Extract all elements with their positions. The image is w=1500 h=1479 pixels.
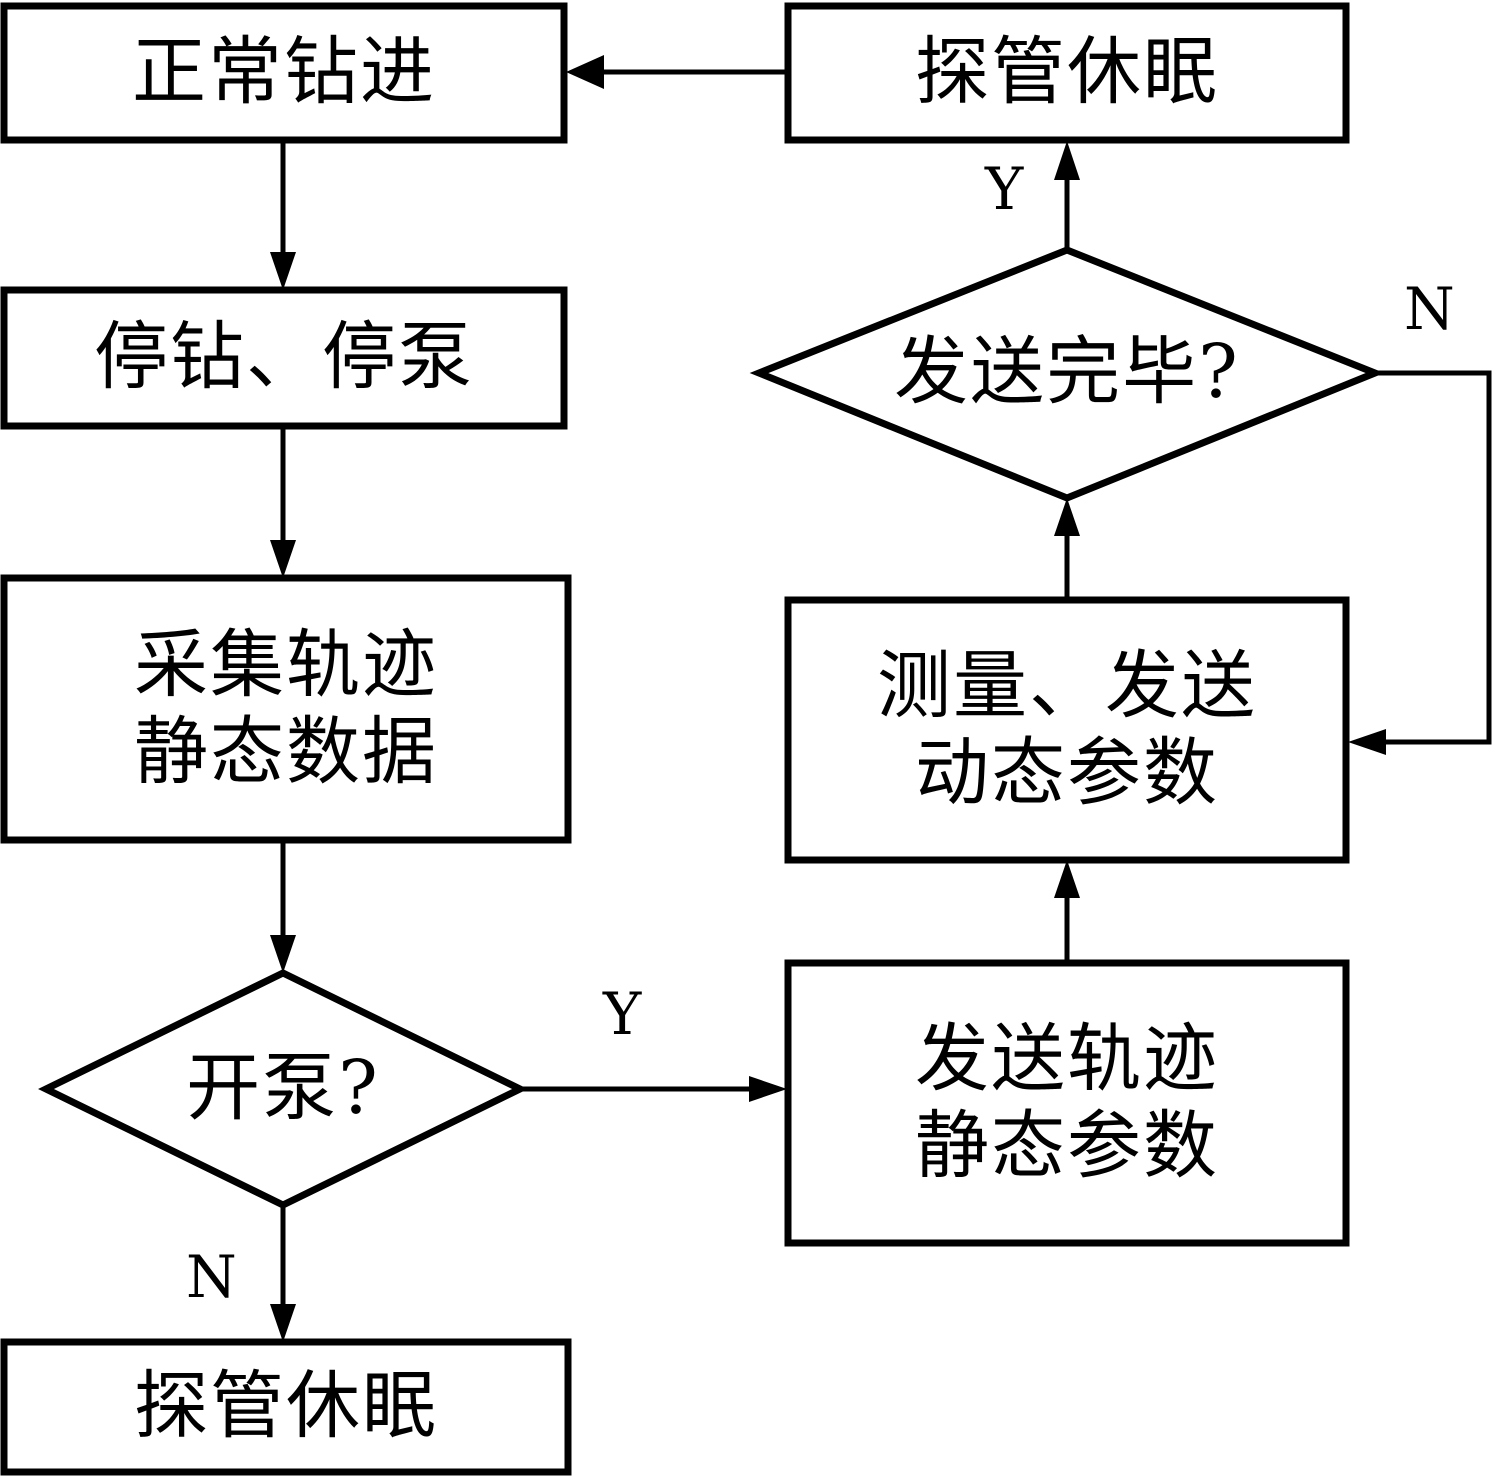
- edge-complete-no: [1348, 370, 1492, 755]
- edge-drilling-to-stop: [270, 141, 296, 290]
- edge-dynamic-to-decision: [1054, 498, 1080, 599]
- node-measure-send-dynamic-shape: [784, 596, 1350, 864]
- node-normal-drilling-shape: [0, 2, 568, 144]
- edge-collect-to-pump: [270, 841, 296, 973]
- node-pump-on-decision-shape: [38, 969, 528, 1209]
- edge-static-to-dynamic: [1054, 860, 1080, 962]
- node-send-static-params-shape: [784, 959, 1350, 1247]
- edge-pump-yes: [521, 1076, 787, 1102]
- edge-sleep-to-drilling: [566, 55, 786, 89]
- node-probe-sleep-bottom-shape: [0, 1338, 572, 1476]
- node-collect-static-data-shape: [0, 574, 572, 844]
- node-send-complete-decision-shape: [749, 246, 1385, 502]
- edge-complete-yes: [1054, 141, 1080, 249]
- edge-stop-to-collect: [270, 427, 296, 578]
- edge-pump-no: [270, 1206, 296, 1342]
- node-stop-drill-stop-pump-shape: [0, 286, 568, 430]
- node-probe-sleep-top-shape: [784, 2, 1350, 144]
